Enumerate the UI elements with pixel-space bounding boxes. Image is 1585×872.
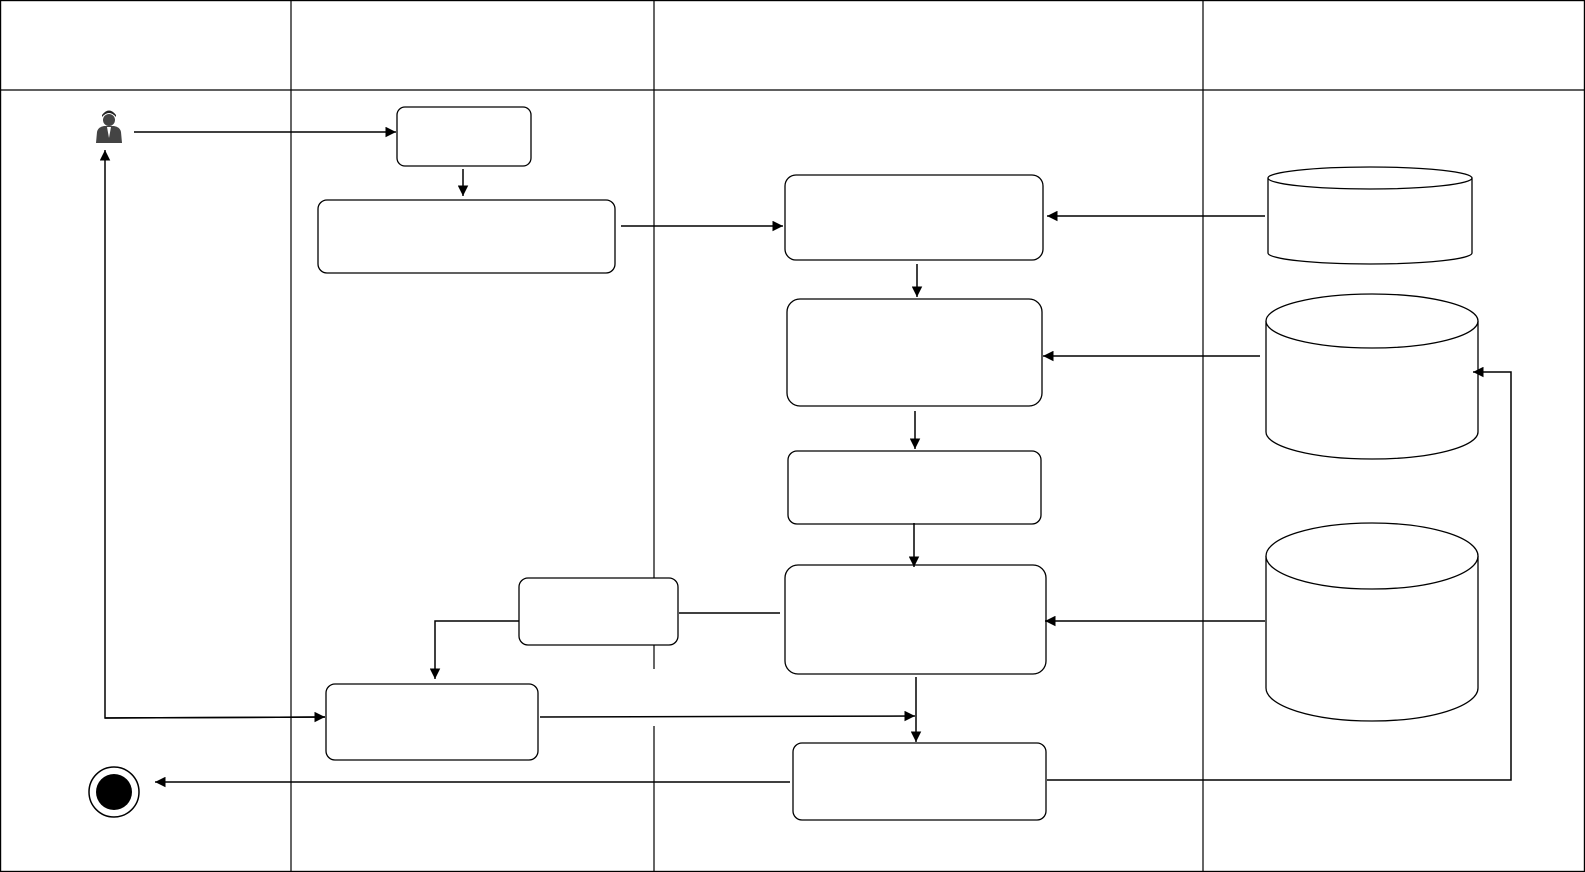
flow-a9-to-db2 (1047, 366, 1512, 781)
action-node-1 (396, 106, 532, 167)
action-node-8 (325, 683, 539, 761)
flow-a8-to-actor (99, 150, 326, 719)
datastore-1 (1267, 166, 1473, 265)
action-node-7 (518, 577, 679, 646)
flow-actor-join-to-a8 (104, 711, 326, 723)
flow-a8-to-join (539, 710, 916, 722)
datastore-3 (1265, 522, 1479, 722)
action-node-5 (787, 450, 1042, 525)
datastore-2 (1265, 293, 1479, 460)
action-node-2 (317, 199, 616, 274)
action-node-6 (784, 564, 1047, 675)
action-node-9 (792, 742, 1047, 821)
final-node (88, 766, 140, 818)
action-node-3 (784, 174, 1044, 261)
actor-person-icon (96, 110, 122, 143)
action-node-4 (786, 298, 1043, 407)
flow-a7-to-a8 (429, 620, 519, 679)
